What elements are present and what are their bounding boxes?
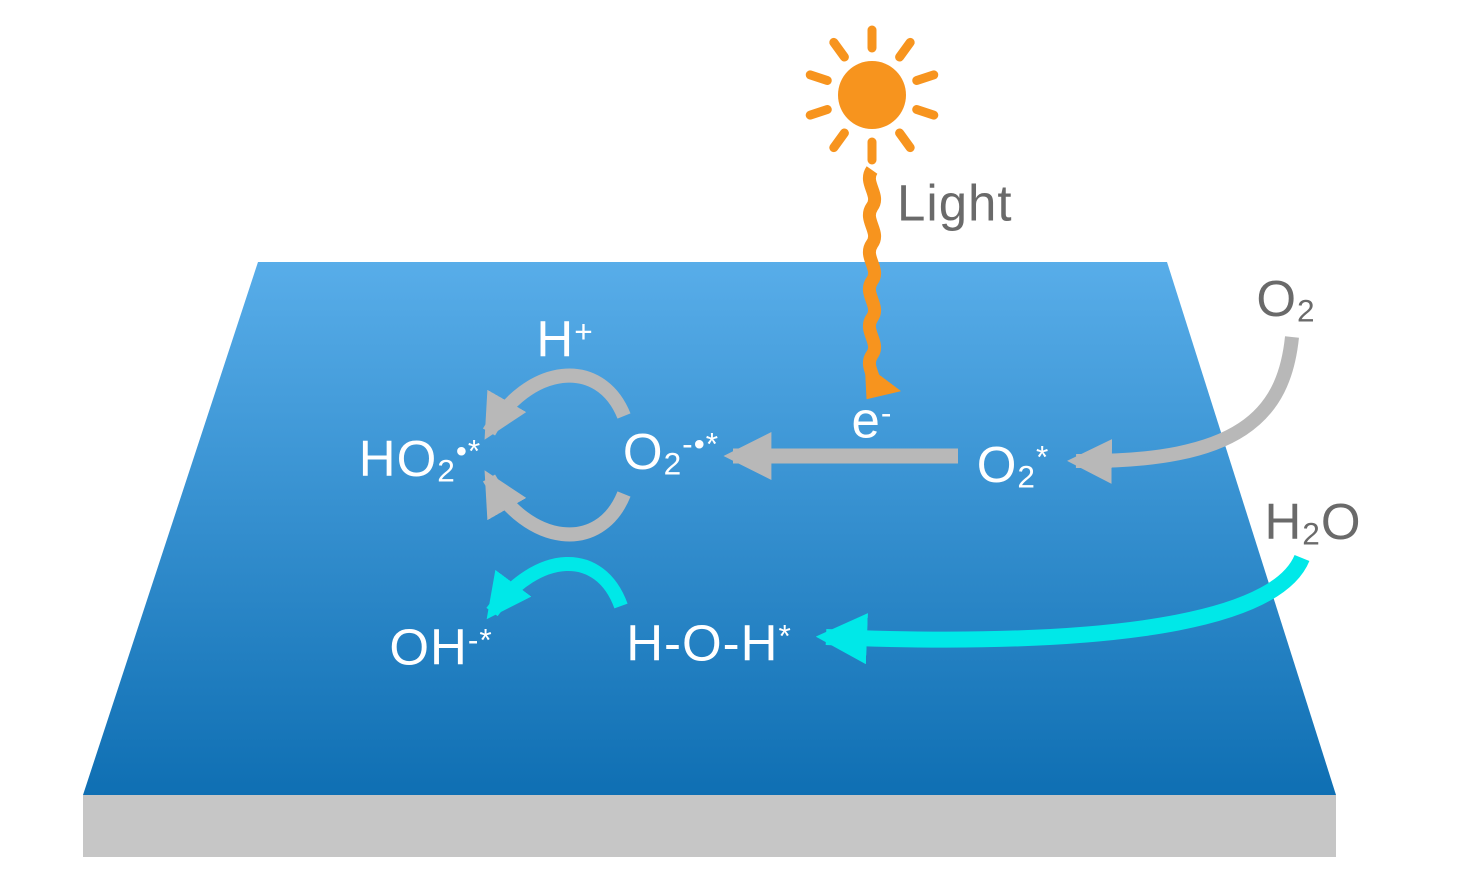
label-superoxide-radical: O2-•* <box>622 422 720 482</box>
label-o2-adsorbed: O2* <box>976 435 1050 495</box>
protonation-upper-arrow <box>482 368 631 440</box>
h-transfer-cyan-arrow <box>486 557 628 620</box>
label-h2o-gas: H2O <box>1264 492 1362 552</box>
label-h-plus: H+ <box>536 310 594 368</box>
slab-base-side <box>83 795 1336 857</box>
sun-rays <box>805 25 939 165</box>
sun-icon <box>805 25 939 165</box>
label-o2-gas: O2 <box>1256 269 1316 329</box>
label-water-adsorbed: H-O-H* <box>626 614 792 672</box>
h2o-adsorption-arrow <box>815 554 1310 665</box>
photocatalyst-surface <box>83 262 1336 795</box>
label-ho2-radical: HO2•* <box>358 429 482 489</box>
label-electron: e- <box>851 391 893 449</box>
label-light: Light <box>897 174 1013 232</box>
protonation-lower-arrow <box>482 470 631 542</box>
label-hydroxide: OH-* <box>389 618 493 676</box>
light-wavy-arrow <box>862 166 902 400</box>
sun-disc <box>838 61 906 129</box>
o2-adsorption-arrow <box>1067 336 1299 484</box>
